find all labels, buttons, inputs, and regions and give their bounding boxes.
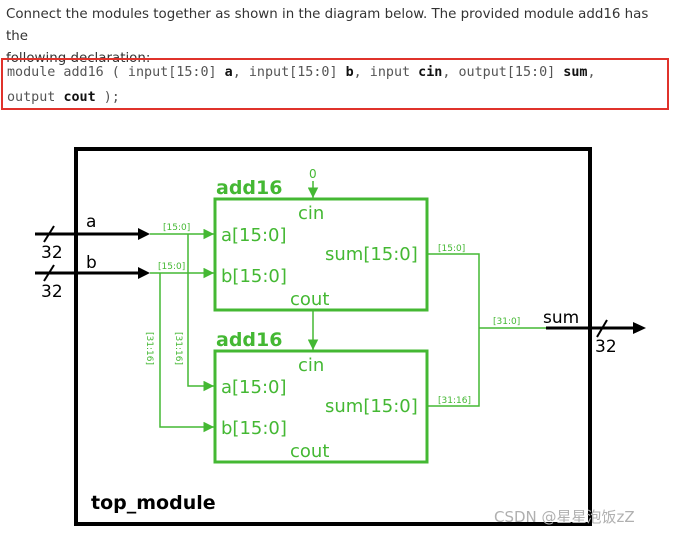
- output-sum-width-slash: [596, 319, 608, 338]
- code-port-cout: cout: [63, 90, 96, 105]
- code-port-sum: sum: [563, 65, 588, 80]
- output-sum-arrow: [633, 322, 646, 334]
- upper-a-port: a[15:0]: [221, 225, 287, 246]
- input-b-width-slash: [43, 264, 55, 282]
- upper-sum-port: sum[15:0]: [325, 244, 418, 265]
- upper-cin-port: cin: [298, 203, 324, 224]
- input-a-width-slash: [43, 225, 55, 243]
- sum-high-wire: [427, 328, 480, 407]
- input-b-label: b: [86, 253, 97, 273]
- code-text: , input[15:0]: [232, 65, 346, 80]
- input-b-width: 32: [41, 282, 63, 302]
- input-a-label: a: [86, 212, 96, 232]
- upper-add16-title: add16: [216, 177, 282, 199]
- input-a-arrow: [138, 228, 150, 240]
- code-text: module add16 ( input[15:0]: [7, 65, 225, 80]
- top-module-frame: [74, 147, 592, 526]
- code-text: );: [95, 90, 120, 105]
- sum-all-slice: [31:0]: [493, 317, 520, 327]
- sum-low-wire: [427, 253, 480, 328]
- code-port-b: b: [345, 65, 354, 80]
- sum-high-slice: [31:16]: [438, 396, 471, 406]
- watermark: CSDN @星星泡饭zZ: [494, 508, 635, 526]
- code-text: , input: [353, 65, 419, 80]
- code-text: output: [7, 90, 64, 105]
- lower-cin-port: cin: [298, 355, 324, 376]
- module-declaration: module add16 ( input[15:0] a, input[15:0…: [1, 58, 669, 110]
- lower-a-port: a[15:0]: [221, 377, 287, 398]
- top-module-label: top_module: [91, 492, 216, 514]
- a-low-slice: [15:0]: [163, 223, 190, 233]
- input-a-width: 32: [41, 243, 63, 263]
- code-port-a: a: [224, 65, 233, 80]
- code-text: ,: [587, 65, 596, 80]
- lower-add16-title: add16: [216, 329, 282, 351]
- upper-cout-port: cout: [290, 289, 329, 310]
- declaration-line-2: output cout );: [7, 85, 667, 110]
- output-sum-width: 32: [595, 337, 617, 357]
- output-sum-label: sum: [543, 308, 579, 328]
- b-high-slice: [31:16]: [144, 332, 154, 365]
- a-high-slice: [31:16]: [173, 332, 183, 365]
- code-port-cin: cin: [418, 65, 443, 80]
- upper-b-port: b[15:0]: [221, 266, 287, 287]
- sum-low-slice: [15:0]: [438, 244, 465, 254]
- lower-b-port: b[15:0]: [221, 418, 287, 439]
- lower-sum-port: sum[15:0]: [325, 396, 418, 417]
- b-low-slice: [15:0]: [158, 262, 185, 272]
- intro-line-1: Connect the modules together as shown in…: [6, 7, 649, 44]
- lower-cout-port: cout: [290, 441, 329, 462]
- declaration-line-1: module add16 ( input[15:0] a, input[15:0…: [7, 60, 667, 85]
- cin-constant-zero: 0: [309, 167, 317, 181]
- code-text: , output[15:0]: [442, 65, 564, 80]
- input-b-arrow: [138, 267, 150, 279]
- b-high-wire: [159, 273, 214, 433]
- a-high-wire: [187, 234, 214, 392]
